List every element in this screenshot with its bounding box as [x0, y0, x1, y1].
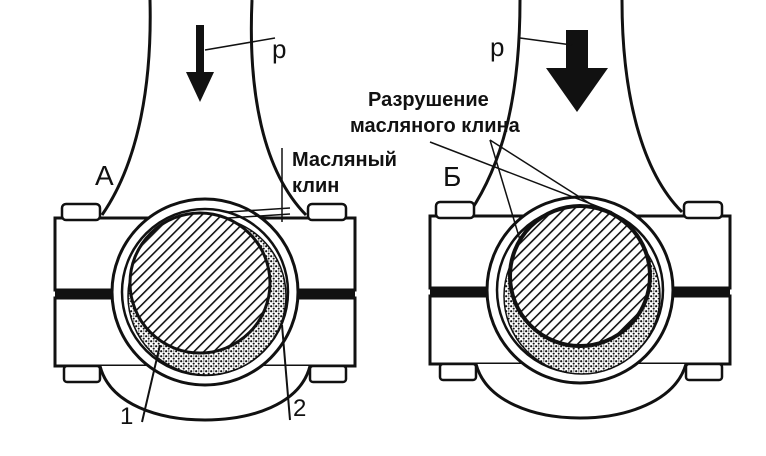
left-panel-letter: А: [95, 160, 114, 191]
right-panel-letter: Б: [443, 161, 461, 192]
right-callout-line1: Разрушение: [368, 89, 489, 111]
left-marker-2: 2: [293, 395, 306, 422]
right-callout-leader-a: [429, 141, 613, 213]
right-force-arrow-shaft: [566, 30, 588, 72]
right-force-arrow-head: [546, 68, 608, 112]
right-callout-line2: масляного клина: [350, 115, 521, 137]
left-assembly: р А Масляный клин 1 2: [53, 0, 397, 430]
right-bolt-top-left: [434, 200, 476, 220]
left-nut-bottom-left: [62, 364, 102, 384]
left-callout-leader-a: [227, 207, 291, 213]
left-callout-line1: Масляный: [292, 149, 397, 171]
right-rod-shank: [468, 0, 684, 214]
right-force-label: р: [490, 32, 504, 62]
left-callout-leader-b: [227, 213, 291, 219]
left-bolt-top-right: [306, 202, 348, 222]
right-callout-leader-c: [489, 139, 601, 211]
left-bolt-top-left: [60, 202, 102, 222]
left-marker-1-leader: [141, 344, 161, 423]
right-nut-bottom-right: [684, 362, 724, 382]
right-nut-bottom-left: [438, 362, 478, 382]
left-force-leader: [204, 37, 276, 51]
left-callout-line2: клин: [292, 175, 339, 197]
left-force-label: р: [272, 34, 286, 64]
right-assembly: р Б Разрушение масляного клина: [350, 0, 732, 420]
right-big-end-outline: [474, 363, 688, 420]
left-marker-1: 1: [120, 403, 133, 430]
left-force-arrow-head: [186, 72, 214, 102]
right-callout-leader-b: [489, 139, 521, 241]
left-marker-2-leader: [281, 324, 291, 421]
right-bolt-top-right: [682, 200, 724, 220]
right-force-leader: [519, 37, 573, 46]
left-rod-shank: [100, 0, 308, 217]
right-journal-shaft: [508, 204, 652, 348]
left-journal-shaft: [128, 211, 272, 355]
left-nut-bottom-right: [308, 364, 348, 384]
